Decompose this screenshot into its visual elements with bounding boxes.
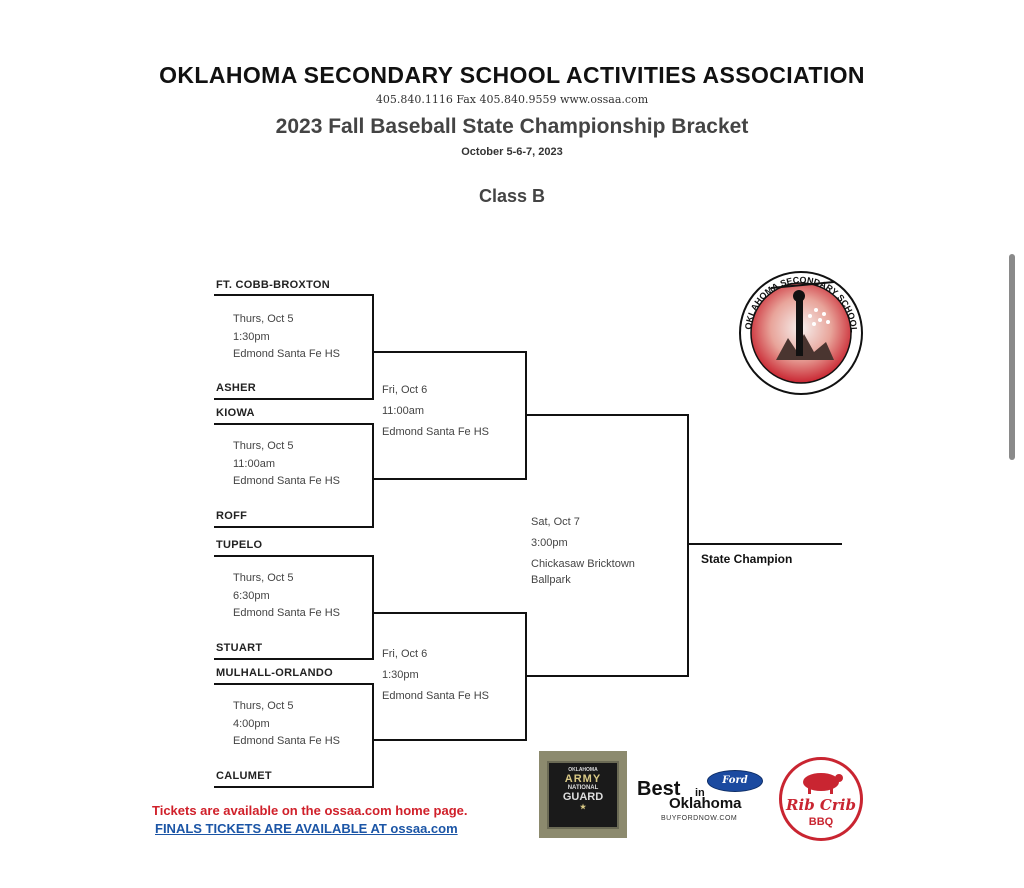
best-in-oklahoma-logo: Ford Best in Oklahoma BUYFORDNOW.COM xyxy=(637,770,772,830)
game-venue: Edmond Santa Fe HS xyxy=(382,690,490,702)
contact-info: 405.840.1116 Fax 405.840.9559 www.ossaa.… xyxy=(375,93,649,106)
ribcrib-bbq: BBQ xyxy=(808,816,834,828)
game-info: Thurs, Oct 5 11:00am Edmond Santa Fe HS xyxy=(233,438,340,491)
tickets-note: Tickets are available on the ossaa.com h… xyxy=(152,803,468,818)
game-day: Fri, Oct 6 xyxy=(382,648,428,660)
game-venue: Edmond Santa Fe HS xyxy=(233,735,341,747)
bracket-line xyxy=(214,555,374,557)
best-word: Best xyxy=(637,778,681,800)
bracket-line xyxy=(214,526,374,528)
bracket-line xyxy=(372,423,374,528)
army-word: ARMY xyxy=(564,773,602,785)
game-info: Thurs, Oct 5 4:00pm Edmond Santa Fe HS xyxy=(233,698,340,751)
team-name: FT. COBB-BROXTON xyxy=(216,279,330,291)
buyfordnow-url: BUYFORDNOW.COM xyxy=(661,815,738,822)
bracket-line xyxy=(214,683,374,685)
bracket-line xyxy=(687,414,689,677)
bracket-line xyxy=(214,658,374,660)
bracket-line xyxy=(372,739,527,741)
best-in-word: in xyxy=(695,787,705,799)
team-name: ASHER xyxy=(216,382,257,394)
rib-crib-logo: Rib Crib BBQ xyxy=(779,757,863,841)
bracket-line xyxy=(372,351,527,353)
scrollbar-thumb[interactable] xyxy=(1009,254,1015,460)
game-time: 11:00am xyxy=(233,457,275,470)
game-time: 3:00pm xyxy=(531,537,568,549)
army-national-guard-logo: OKLAHOMA ARMY NATIONAL GUARD ★ xyxy=(539,751,627,838)
ford-oval-icon: Ford xyxy=(707,770,763,792)
team-name: STUART xyxy=(216,642,263,654)
game-day: Thurs, Oct 5 xyxy=(233,700,294,712)
semifinal-info: Fri, Oct 6 1:30pm Edmond Santa Fe HS xyxy=(382,644,489,707)
team-name: ROFF xyxy=(216,510,248,522)
bracket-line xyxy=(214,786,374,788)
game-day: Fri, Oct 6 xyxy=(382,384,428,396)
army-guard: GUARD xyxy=(562,791,604,803)
game-day: Thurs, Oct 5 xyxy=(233,440,294,452)
bracket-line xyxy=(372,478,527,480)
bracket-line xyxy=(372,555,374,660)
game-time: 1:30pm xyxy=(233,330,270,343)
bracket-line xyxy=(525,414,689,416)
bracket-line xyxy=(214,398,374,400)
ossaa-seal-logo: OKLAHOMA SECONDARY SCHOOL ACTIVITIES ASS… xyxy=(736,268,863,395)
game-time: 11:00am xyxy=(382,405,424,417)
ribcrib-name: Rib Crib xyxy=(786,796,856,814)
page-title: 2023 Fall Baseball State Championship Br… xyxy=(275,115,749,138)
army-national: NATIONAL xyxy=(567,785,599,791)
bracket-line xyxy=(372,612,527,614)
game-day: Thurs, Oct 5 xyxy=(233,572,294,584)
game-venue: Chickasaw Bricktown xyxy=(531,558,635,570)
org-name: OKLAHOMA SECONDARY SCHOOL ACTIVITIES ASS… xyxy=(159,62,865,88)
finals-tickets-link[interactable]: FINALS TICKETS ARE AVAILABLE AT ossaa.co… xyxy=(155,821,458,836)
event-dates: October 5-6-7, 2023 xyxy=(461,146,563,158)
bracket-line xyxy=(525,675,689,677)
best-state-word: Oklahoma xyxy=(669,795,742,812)
game-venue: Edmond Santa Fe HS xyxy=(233,607,341,619)
army-state: OKLAHOMA xyxy=(568,767,598,773)
semifinal-info: Fri, Oct 6 11:00am Edmond Santa Fe HS xyxy=(382,380,489,443)
game-time: 4:00pm xyxy=(233,717,270,730)
team-name: CALUMET xyxy=(216,770,272,782)
army-badge: OKLAHOMA ARMY NATIONAL GUARD ★ xyxy=(547,761,619,829)
game-venue: Edmond Santa Fe HS xyxy=(233,348,341,360)
team-name: KIOWA xyxy=(216,407,255,419)
game-info: Thurs, Oct 5 1:30pm Edmond Santa Fe HS xyxy=(233,311,340,364)
game-venue: Ballpark xyxy=(531,574,571,586)
final-info: Sat, Oct 7 3:00pm Chickasaw Bricktown Ba… xyxy=(531,512,635,591)
game-info: Thurs, Oct 5 6:30pm Edmond Santa Fe HS xyxy=(233,570,340,623)
game-day: Thurs, Oct 5 xyxy=(233,313,294,325)
pig-icon xyxy=(803,773,843,794)
bracket-line xyxy=(214,294,374,296)
bracket-line xyxy=(372,683,374,788)
state-champion-label: State Champion xyxy=(701,552,793,566)
game-time: 6:30pm xyxy=(233,589,270,602)
bracket-line xyxy=(214,423,374,425)
game-day: Sat, Oct 7 xyxy=(531,516,580,528)
star-icon: ★ xyxy=(579,804,587,811)
bracket-line xyxy=(372,294,374,400)
game-venue: Edmond Santa Fe HS xyxy=(233,475,341,487)
class-label: Class B xyxy=(478,186,546,206)
bracket-line xyxy=(687,543,842,545)
team-name: TUPELO xyxy=(216,539,263,551)
game-venue: Edmond Santa Fe HS xyxy=(382,426,490,438)
team-name: MULHALL-ORLANDO xyxy=(216,667,333,679)
game-time: 1:30pm xyxy=(382,669,419,681)
ford-word: Ford xyxy=(722,775,748,786)
